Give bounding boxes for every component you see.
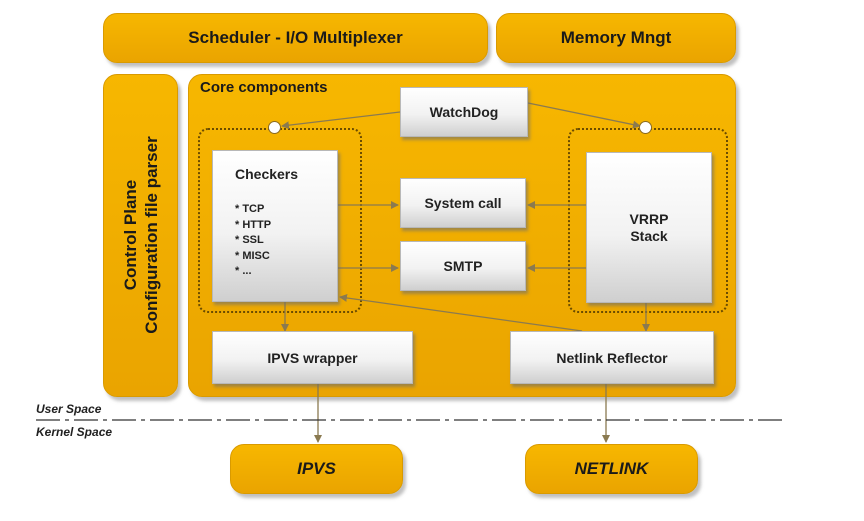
core-components-title: Core components	[200, 79, 328, 96]
control-plane-box: Control Plane Configuration file parser	[103, 74, 178, 397]
netlink-kernel-label: NETLINK	[574, 459, 649, 478]
checker-item-http: * HTTP	[235, 218, 272, 231]
ipvs-wrapper-box: IPVS wrapper	[212, 331, 413, 384]
smtp-label: SMTP	[443, 258, 483, 274]
watchdog-label: WatchDog	[429, 104, 499, 120]
memory-management-box: Memory Mngt	[496, 13, 736, 63]
checker-item-ellipsis: * ...	[235, 265, 252, 277]
vrrp-label-line1: VRRP	[629, 210, 669, 227]
user-space-label: User Space	[36, 402, 102, 416]
checker-item-ssl: * SSL	[235, 234, 264, 246]
checkers-junction-dot	[268, 121, 281, 134]
watchdog-to-vrrp-arrow	[527, 102, 641, 129]
vrrp-label-line2: Stack	[630, 227, 668, 244]
smtp-box: SMTP	[400, 241, 526, 291]
watchdog-box: WatchDog	[400, 87, 528, 137]
scheduler-label: Scheduler - I/O Multiplexer	[188, 28, 403, 47]
ipvs-kernel-box: IPVS	[230, 444, 403, 494]
system-call-label: System call	[424, 195, 502, 211]
vrrp-junction-dot	[639, 121, 652, 134]
checkers-list: * TCP * HTTP * SSL * MISC * ...	[235, 202, 271, 280]
checker-item-tcp: * TCP	[235, 203, 265, 215]
ipvs-wrapper-label: IPVS wrapper	[267, 349, 358, 366]
checkers-box: Checkers * TCP * HTTP * SSL * MISC * ...	[212, 150, 338, 302]
scheduler-io-multiplexer-box: Scheduler - I/O Multiplexer	[103, 13, 488, 63]
checkers-title: Checkers	[235, 166, 299, 182]
memory-label: Memory Mngt	[560, 28, 672, 47]
netlink-reflector-box: Netlink Reflector	[510, 331, 714, 384]
kernel-space-label: Kernel Space	[36, 425, 113, 439]
vrrp-stack-box: VRRP Stack	[586, 152, 712, 303]
checker-item-misc: * MISC	[235, 249, 270, 262]
netlink-to-checkers-arrow	[339, 294, 583, 332]
netlink-reflector-label: Netlink Reflector	[556, 349, 668, 366]
system-call-box: System call	[400, 178, 526, 228]
ipvs-kernel-label: IPVS	[297, 459, 336, 478]
watchdog-to-checkers-arrow	[281, 111, 401, 130]
netlink-kernel-box: NETLINK	[525, 444, 698, 494]
